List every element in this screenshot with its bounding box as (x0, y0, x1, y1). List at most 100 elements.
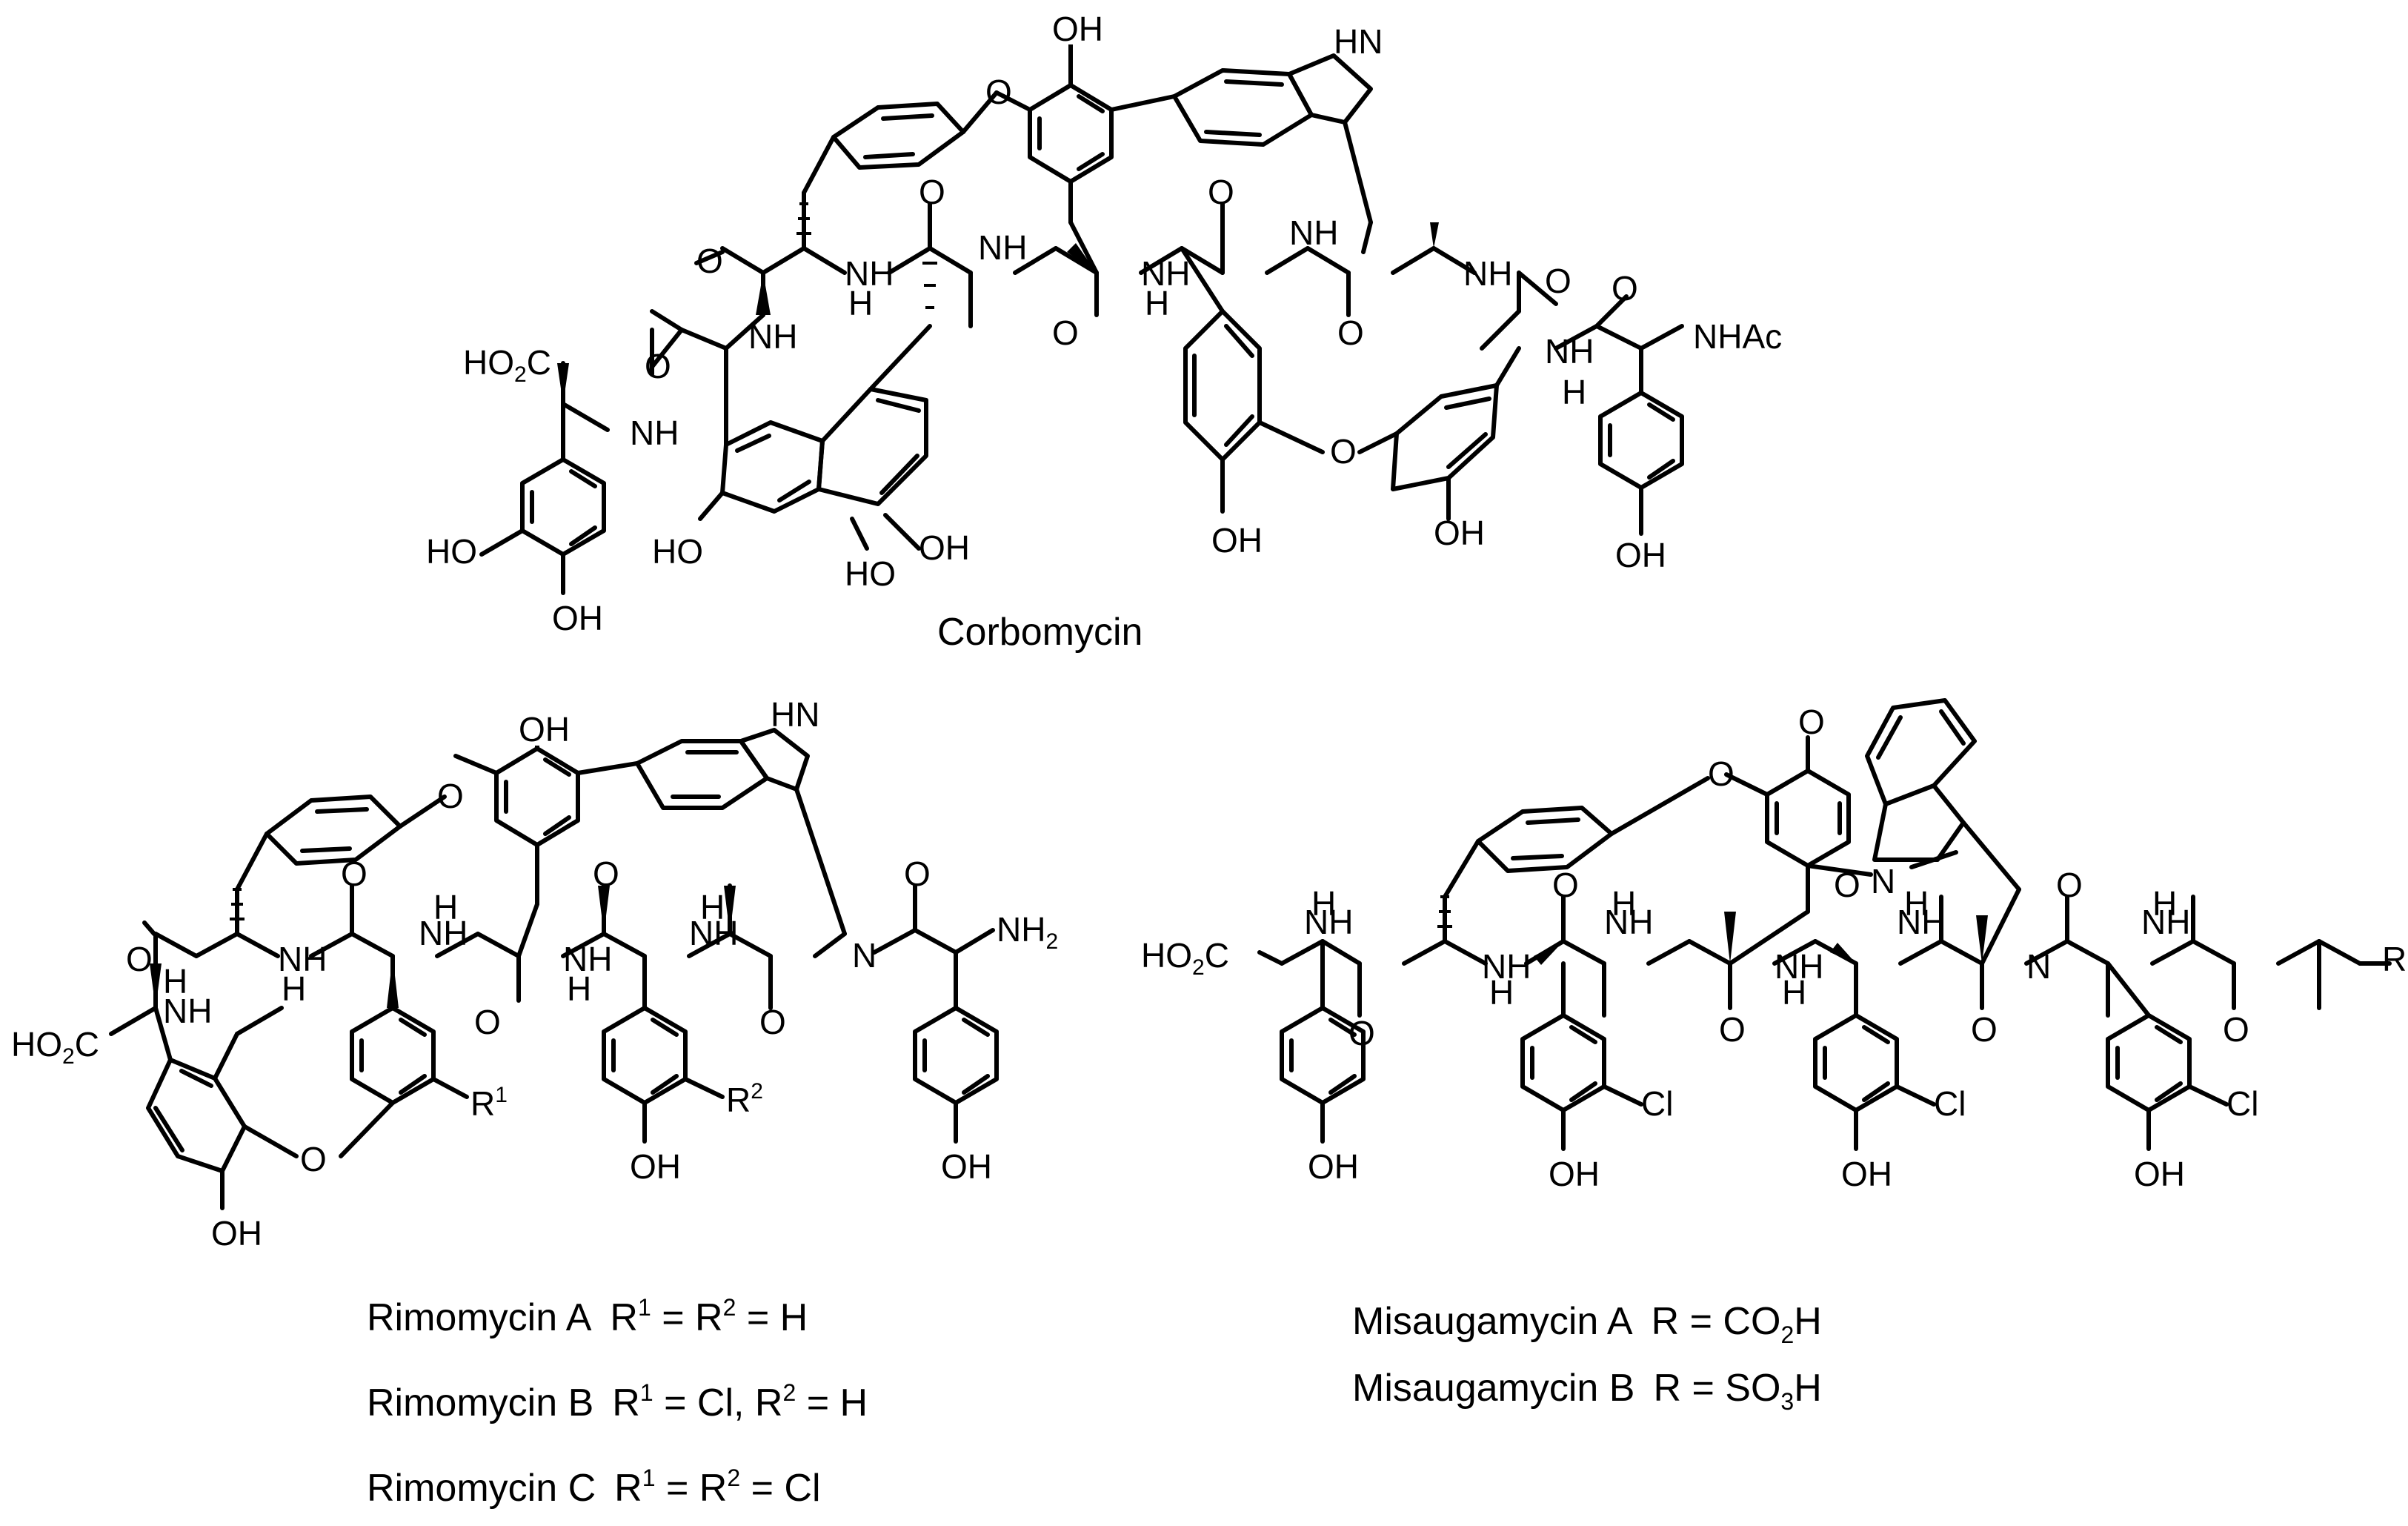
misaugamycin-h-3: H (1612, 884, 1636, 923)
corbomycin-lower-hydroxyl-2: OH (1434, 514, 1485, 552)
corbomycin-biaryl-hydroxyl-1: HO (652, 532, 703, 571)
corbomycin-nh-6: NH (1545, 332, 1594, 371)
misaugamycin-carbonyl-o-6: O (2056, 866, 2083, 904)
rimomycin-carbonyl-o-6: O (904, 855, 931, 893)
misaugamycin-carbonyl-o-5: O (1971, 1010, 1998, 1049)
misaugamycin-hydroxyl-2: OH (1549, 1155, 1600, 1193)
corbomycin-nhac-label: NHAc (1693, 317, 1782, 356)
rimomycin-h-4: H (700, 888, 725, 926)
rimomycin-r2-label: R2 (726, 1079, 763, 1119)
misaugamycin-hydroxyl-3: OH (1841, 1155, 1892, 1193)
corbomycin-carbonyl-o-2: O (919, 173, 945, 211)
rimomycin-h-1: H (282, 969, 306, 1008)
rimomycin-carbonyl-o-2: O (341, 855, 367, 893)
rimomycin-h-2: H (433, 888, 458, 926)
corbomycin-ring-hydroxyl-bottom: OH (552, 599, 603, 637)
rimomycin-lower-hydroxyl: OH (211, 1214, 262, 1253)
misaugamycin-carbonyl-o-1: O (1348, 1014, 1375, 1052)
corbomycin-ring-hydroxyl-left: HO (426, 532, 477, 571)
rimomycin-nh-3: NH (563, 940, 612, 978)
rimomycin-hydroxyl-3: OH (941, 1147, 992, 1186)
corbomycin-nh-2: NH (978, 228, 1027, 267)
rimomycin-h-3: H (567, 969, 591, 1008)
corbomycin-nh-5: NH (1463, 254, 1512, 293)
misaugamycin-n-6: N (2026, 947, 2051, 986)
rimomycin-n-5: N (852, 936, 877, 975)
rimomycin-nh-6: NH (163, 992, 212, 1030)
corbomycin-biaryl-hydroxyl-3: OH (919, 528, 970, 567)
corbomycin-carbonyl-o-6: O (1545, 262, 1571, 300)
misaugamycin-nh-2: NH (1482, 947, 1531, 986)
misaugamycin-r-label: R (2382, 940, 2407, 978)
misaugamycin-quinone-oxygen: O (1798, 703, 1825, 741)
corbomycin-indole-nh-label: HN (1334, 22, 1383, 61)
misaugamycin-ether-oxygen: O (1708, 754, 1735, 793)
corbomycin-h-6: H (1562, 373, 1586, 411)
misaugamycin-indole-n: N (1871, 862, 1895, 900)
corbomycin-nh-4: NH (1289, 213, 1338, 252)
rimomycin-ether-oxygen-1: O (437, 777, 464, 815)
corbomycin-structure: OH O HN O NH H O NH O NH H O NH O NH O N… (426, 9, 1782, 654)
rimomycin-carbonyl-o-1: O (126, 940, 153, 978)
corbomycin-ether-oxygen-2: O (1330, 432, 1357, 471)
rimomycin-ether-oxygen-2: O (300, 1140, 327, 1178)
corbomycin-carbonyl-o-5: O (1337, 314, 1364, 352)
misaugamycin-carbonyl-o-4: O (1834, 866, 1860, 904)
rimomycin-indole-nh: HN (771, 695, 819, 734)
corbomycin-ether-oxygen-label: O (985, 73, 1012, 111)
corbomycin-lower-hydroxyl-1: OH (1211, 521, 1263, 560)
rimomycin-top-hydroxyl: OH (519, 710, 570, 749)
corbomycin-top-hydroxyl-label: OH (1052, 10, 1103, 48)
corbomycin-caption: Corbomycin (937, 611, 1143, 654)
misaugamycin-carbonyl-o-7: O (2223, 1010, 2249, 1049)
misaugamycin-nh-7: NH (2141, 903, 2190, 941)
misaugamycin-h-1: H (1311, 884, 1336, 923)
corbomycin-terminal-hydroxyl: OH (1615, 536, 1666, 574)
corbomycin-nh-7: NH (748, 317, 797, 356)
corbomycin-h-3: H (1145, 284, 1169, 322)
rimomycin-carboxylate-label: HO2C (11, 1025, 99, 1069)
misaugamycin-hydroxyl-1: OH (1308, 1147, 1359, 1186)
misaugamycin-chlorine-3: Cl (2226, 1084, 2258, 1123)
corbomycin-carbonyl-o-7: O (1612, 269, 1638, 308)
rimomycin-carbonyl-o-5: O (759, 1003, 786, 1041)
rimomycin-amine-label: NH2 (997, 910, 1058, 954)
misaugamycin-structure: O O N HO2C NH H O NH H O NH H O NH H O N… (1141, 698, 2407, 1415)
corbomycin-nh-1: NH (845, 254, 894, 293)
rimomycin-h-6: H (163, 962, 187, 1001)
corbomycin-biaryl-hydroxyl-2: HO (845, 554, 896, 593)
rimomycin-nh-1: NH (278, 940, 327, 978)
misaugamycin-nh-4: NH (1775, 947, 1823, 986)
rimomycin-carbonyl-o-4: O (593, 855, 619, 893)
corbomycin-carboxylate-label: HO2C (463, 343, 551, 387)
misaugamycin-carbonyl-o-2: O (1552, 866, 1579, 904)
corbomycin-carbonyl-o-3: O (1052, 314, 1079, 352)
misaugamycin-carbonyl-o-3: O (1719, 1010, 1746, 1049)
corbomycin-carbonyl-o-8: O (645, 347, 671, 385)
misaugamycin-carboxylate-label: HO2C (1141, 936, 1229, 980)
misaugamycin-hydroxyl-4: OH (2134, 1155, 2185, 1193)
misaugamycin-chlorine-1: Cl (1641, 1084, 1673, 1123)
misaugamycin-h-4: H (1782, 973, 1806, 1012)
corbomycin-carbonyl-o-1: O (696, 242, 723, 280)
rimomycin-nh-2: NH (419, 914, 468, 952)
rimomycin-structure: OH O HN O NH H O NH H O NH H O NH H O N … (11, 695, 1058, 1510)
misaugamycin-h-5: H (1904, 884, 1929, 923)
corbomycin-nh-3: NH (1141, 254, 1190, 293)
rimomycin-nh-4: NH (689, 914, 738, 952)
corbomycin-nh-8: NH (630, 414, 679, 452)
misaugamycin-nh-5: NH (1897, 903, 1946, 941)
corbomycin-h-1: H (848, 284, 873, 322)
misaugamycin-h-2: H (1489, 973, 1514, 1012)
misaugamycin-nh-3: NH (1604, 903, 1653, 941)
corbomycin-carbonyl-o-4: O (1208, 173, 1234, 211)
rimomycin-r1-label: R1 (470, 1083, 508, 1123)
misaugamycin-chlorine-2: Cl (1934, 1084, 1966, 1123)
